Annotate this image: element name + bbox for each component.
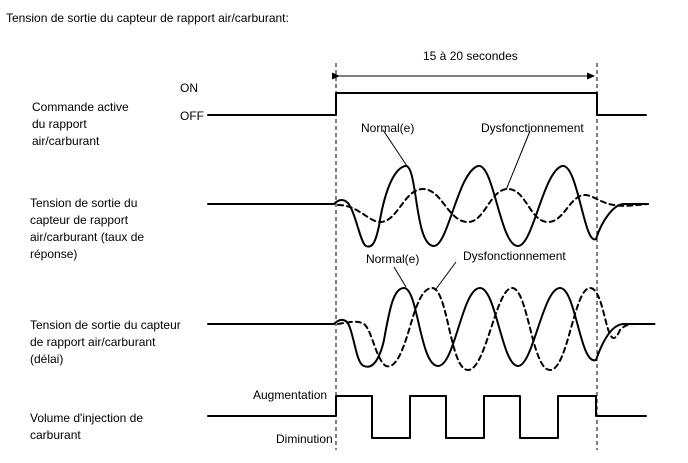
response-fault-signal (337, 188, 649, 223)
command-signal (207, 92, 647, 116)
response-fault-label: Dysfonctionnement (481, 121, 584, 135)
response-row-label: Tension de sortie du capteur de rapport … (30, 196, 145, 261)
injection-volume-signal (207, 395, 647, 439)
decrease-label: Diminution (276, 432, 333, 446)
on-label: ON (180, 81, 198, 95)
command-row-label: Commande active du rapport air/carburant (32, 100, 129, 148)
delay-row-label: Tension de sortie du capteur de rapport … (30, 318, 181, 366)
response-normal-signal (207, 165, 649, 248)
delay-normal-signal (207, 287, 651, 368)
delay-normal-label: Normal(e) (366, 252, 420, 266)
response-fault-leader (505, 130, 531, 191)
response-normal-leader (382, 129, 408, 167)
duration-label: 15 à 20 secondes (423, 49, 518, 63)
delay-fault-leader (435, 261, 457, 290)
delay-fault-signal (337, 287, 656, 371)
response-normal-label: Normal(e) (361, 121, 415, 135)
injection-row-label: Volume d'injection de carburant (30, 411, 144, 442)
increase-label: Augmentation (253, 388, 328, 402)
diagram-title: Tension de sortie du capteur de rapport … (6, 11, 289, 25)
off-label: OFF (180, 109, 204, 123)
delay-fault-label: Dysfonctionnement (463, 249, 566, 263)
delay-normal-leader (393, 266, 407, 288)
